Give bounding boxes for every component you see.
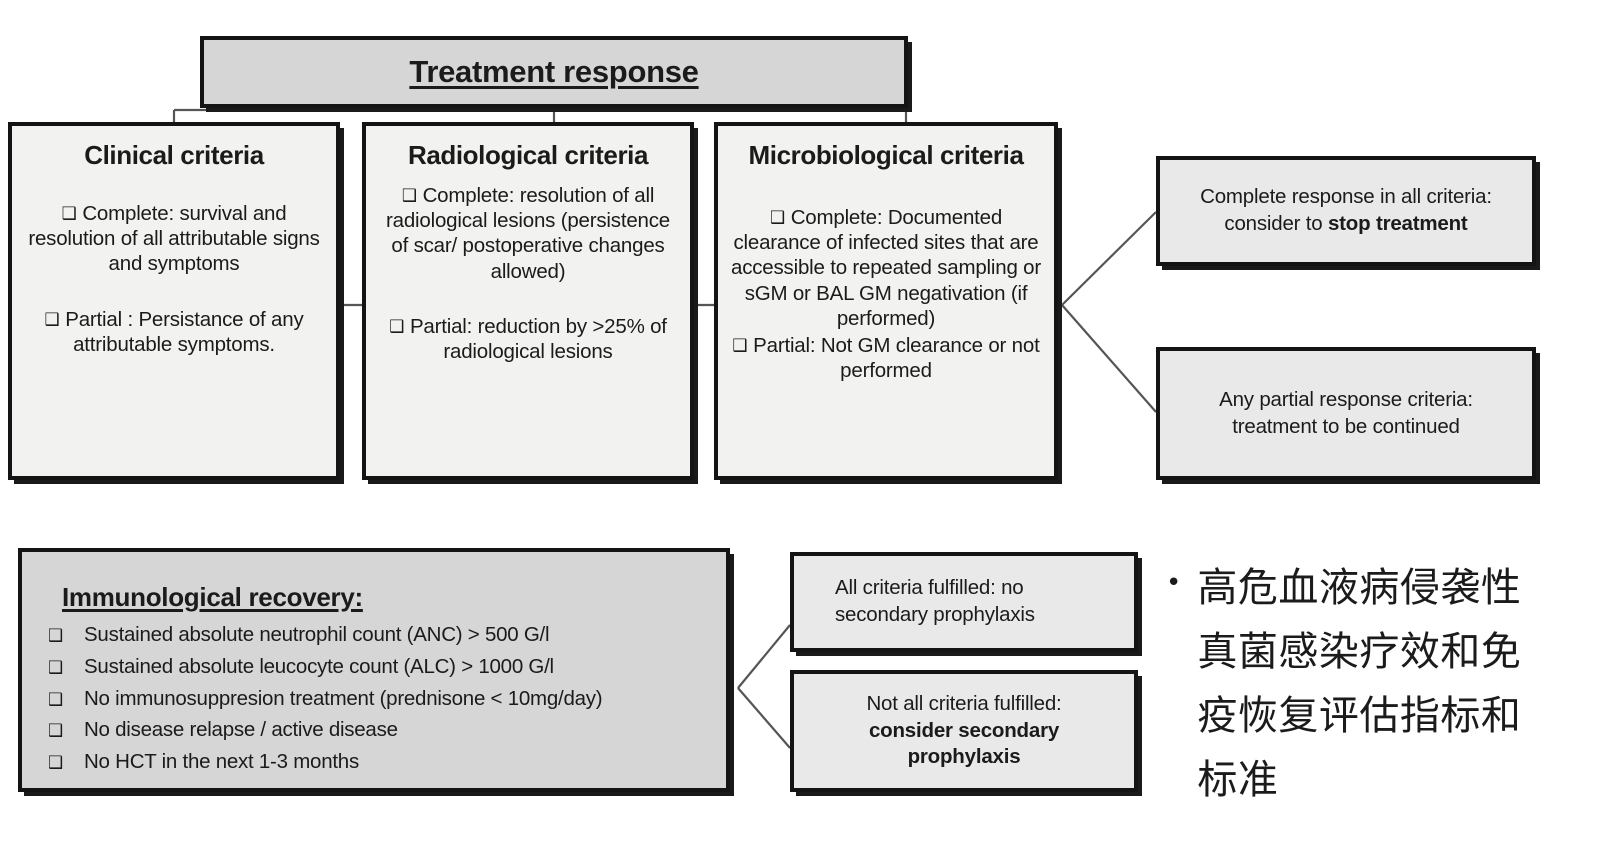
immunological-recovery-box: Immunological recovery: ❑ Sustained absol… bbox=[18, 548, 730, 792]
clinical-criteria-body: ❑ Complete: survival and resolution of a… bbox=[22, 201, 326, 357]
continue-treatment-line-2: treatment to be continued bbox=[1232, 414, 1460, 438]
checkbox-icon: ❑ bbox=[48, 657, 64, 678]
prophylaxis-line-1: Not all criteria fulfilled: bbox=[866, 692, 1062, 716]
chinese-caption-text: 高危血液病侵袭性真菌感染疗效和免疫恢复评估指标和标准 bbox=[1197, 565, 1522, 803]
page-title: Treatment response bbox=[409, 54, 699, 89]
immuno-item-text: Sustained absolute leucocyte count (ALC)… bbox=[84, 654, 554, 678]
stop-treatment-emphasis: stop treatment bbox=[1327, 212, 1468, 235]
continue-treatment-line-1: Any partial response criteria: bbox=[1219, 387, 1473, 411]
checkbox-icon: ❑ bbox=[48, 721, 64, 742]
clinical-criteria-heading: Clinical criteria bbox=[84, 140, 264, 170]
stop-treatment-line-1: Complete response in all criteria: bbox=[1200, 185, 1492, 209]
stop-treatment-line-2: consider to stop treatment bbox=[1176, 211, 1516, 238]
radiological-complete-text: Complete: resolution of all radiological… bbox=[386, 184, 670, 283]
checkbox-icon: ❑ bbox=[48, 689, 64, 710]
stop-treatment-outcome-box: Complete response in all criteria: consi… bbox=[1156, 156, 1536, 266]
microbiological-partial-item: ❑ Partial: Not GM clearance or not perfo… bbox=[728, 333, 1044, 383]
stop-treatment-prefix: consider to bbox=[1224, 212, 1328, 235]
checkbox-icon: ❑ bbox=[48, 626, 64, 646]
immunological-recovery-title: Immunological recovery: bbox=[62, 582, 363, 612]
connector-fork-stop-treatment bbox=[1061, 211, 1157, 306]
immuno-item-text: Sustained absolute neutrophil count (ANC… bbox=[84, 623, 550, 646]
checkbox-icon: ❑ bbox=[769, 208, 786, 228]
clinical-criteria-box: Clinical criteria ❑ Complete: survival a… bbox=[8, 122, 340, 480]
microbiological-criteria-heading: Microbiological criteria bbox=[748, 140, 1024, 170]
radiological-criteria-body: ❑ Complete: resolution of all radiologic… bbox=[376, 183, 680, 364]
treatment-response-header: Treatment response bbox=[200, 36, 908, 108]
consider-secondary-prophylaxis-box: Not all criteria fulfilled: consider sec… bbox=[790, 670, 1138, 792]
checkbox-icon: ❑ bbox=[44, 309, 60, 330]
radiological-partial-text: Partial: reduction by >25% of radiologic… bbox=[409, 314, 667, 364]
microbiological-complete-item: ❑ Complete: Documented clearance of infe… bbox=[728, 205, 1044, 331]
clinical-partial-item: ❑ Partial : Persistance of any attributa… bbox=[22, 307, 326, 357]
checkbox-icon: ❑ bbox=[732, 336, 748, 357]
list-item: ❑ No HCT in the next 1-3 months bbox=[48, 746, 726, 778]
microbiological-partial-text: Partial: Not GM clearance or not perform… bbox=[753, 334, 1040, 383]
radiological-criteria-box: Radiological criteria ❑ Complete: resolu… bbox=[362, 122, 694, 480]
list-item: ❑ Sustained absolute leucocyte count (ALC… bbox=[48, 651, 726, 683]
list-item: ❑ No immunosuppresion treatment (predniso… bbox=[48, 683, 726, 715]
checkbox-icon: ❑ bbox=[61, 204, 77, 224]
list-item: ❑ Sustained absolute neutrophil count (AN… bbox=[48, 619, 726, 651]
connector-fork-no-prophylaxis bbox=[737, 624, 791, 689]
microbiological-complete-text: Complete: Documented clearance of infect… bbox=[731, 206, 1041, 330]
radiological-criteria-heading: Radiological criteria bbox=[407, 140, 649, 170]
immuno-item-text: No disease relapse / active disease bbox=[84, 718, 398, 742]
prophylaxis-line-3: prophylaxis bbox=[907, 745, 1021, 769]
no-secondary-prophylaxis-box: All criteria fulfilled: no secondary pro… bbox=[790, 552, 1138, 652]
chinese-caption: • 高危血液病侵袭性真菌感染疗效和免疫恢复评估指标和标准 bbox=[1166, 556, 1586, 812]
no-prophylaxis-line-1: All criteria fulfilled: no bbox=[835, 576, 1024, 600]
connector-fork-prophylaxis bbox=[737, 687, 791, 749]
clinical-partial-text: Partial : Persistance of any attributabl… bbox=[65, 307, 304, 356]
immuno-item-text: No HCT in the next 1-3 months bbox=[84, 750, 359, 774]
checkbox-icon: ❑ bbox=[48, 753, 64, 774]
checkbox-icon: ❑ bbox=[389, 316, 405, 337]
microbiological-criteria-box: Microbiological criteria ❑ Complete: Doc… bbox=[714, 122, 1058, 480]
list-item: ❑ No disease relapse / active disease bbox=[48, 714, 726, 746]
prophylaxis-line-2: consider secondary bbox=[868, 718, 1060, 742]
microbiological-criteria-body: ❑ Complete: Documented clearance of infe… bbox=[728, 205, 1044, 383]
connector-fork-continue bbox=[1061, 304, 1157, 413]
radiological-complete-item: ❑ Complete: resolution of all radiologic… bbox=[376, 183, 680, 284]
immunological-criteria-list: ❑ Sustained absolute neutrophil count (AN… bbox=[22, 619, 726, 778]
checkbox-icon: ❑ bbox=[401, 186, 418, 206]
clinical-complete-item: ❑ Complete: survival and resolution of a… bbox=[22, 201, 326, 277]
continue-treatment-outcome-box: Any partial response criteria: treatment… bbox=[1156, 347, 1536, 480]
no-prophylaxis-line-2: secondary prophylaxis bbox=[835, 603, 1035, 626]
clinical-complete-text: Complete: survival and resolution of all… bbox=[28, 202, 320, 276]
bullet-icon: • bbox=[1166, 568, 1182, 598]
radiological-partial-item: ❑ Partial: reduction by >25% of radiolog… bbox=[376, 314, 680, 364]
immuno-item-text: No immunosuppresion treatment (prednison… bbox=[84, 686, 603, 710]
